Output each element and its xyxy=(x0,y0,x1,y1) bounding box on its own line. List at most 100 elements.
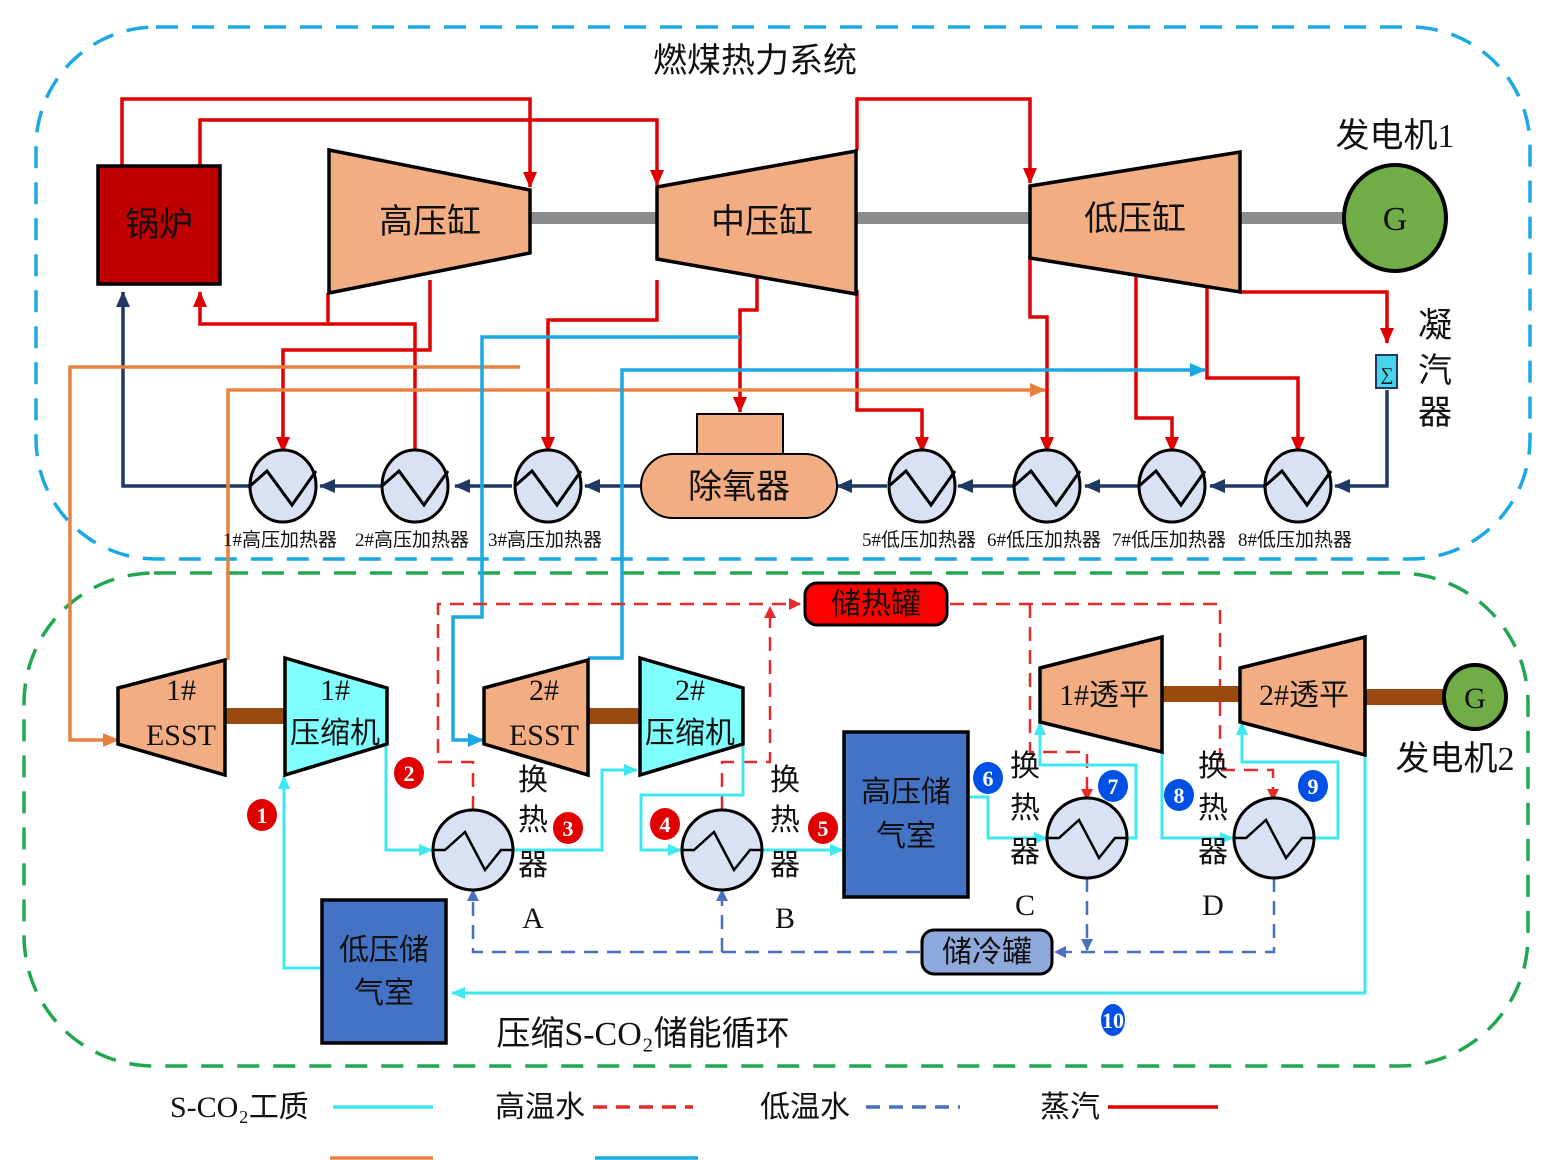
reheat-steam-line xyxy=(198,118,664,186)
cold-reheat-line xyxy=(193,291,330,326)
hx-label-char: 换 xyxy=(770,764,800,797)
lp-gas-storage-label-1: 低压储 xyxy=(339,934,429,967)
hp-cylinder xyxy=(327,147,532,296)
esst-1-label-2: ESST xyxy=(146,719,216,752)
lp-extraction-5 xyxy=(855,290,929,453)
condensate-line xyxy=(1334,390,1389,493)
compressor-2 xyxy=(638,655,745,778)
orange-line-to-esst1 xyxy=(68,365,520,747)
state-point-1: 1 xyxy=(247,799,277,831)
state-point-6: 6 xyxy=(973,762,1003,794)
deaerator-label: 除氧器 xyxy=(688,468,790,506)
hot-water-line xyxy=(1028,604,1093,801)
state-point-10: 10 xyxy=(1101,1004,1125,1036)
expander-1 xyxy=(1038,634,1164,755)
svg-text:6: 6 xyxy=(983,766,994,791)
esst-2-label-1: 2# xyxy=(529,674,559,707)
legend-item: 高温水 xyxy=(495,1091,693,1124)
feedwater-to-boiler xyxy=(116,291,250,488)
state-point-5: 5 xyxy=(808,812,838,844)
esst-1-label-1: 1# xyxy=(166,674,196,707)
hp-gas-storage xyxy=(842,730,970,899)
state-point-7: 7 xyxy=(1098,770,1128,802)
main-steam-line xyxy=(120,97,537,188)
hx-label-char: 换 xyxy=(1198,750,1228,783)
hp-extraction-1 xyxy=(276,280,432,453)
cold-storage-tank xyxy=(920,928,1054,976)
condenser-label-1: 凝 xyxy=(1418,307,1452,345)
legend-item: 低温水 xyxy=(760,1091,960,1124)
compressor-1 xyxy=(283,655,389,778)
hx-label-char: 器 xyxy=(1198,836,1228,869)
generator-2-symbol: G xyxy=(1464,682,1486,715)
cold-water-line xyxy=(1054,878,1276,958)
state-point-3: 3 xyxy=(553,812,583,844)
heater-label: 7#低压加热器 xyxy=(1112,529,1226,551)
cold-water-line xyxy=(467,889,920,954)
feedwater-heater: 7#低压加热器 xyxy=(1112,448,1226,551)
legend-item: S-CO₂工质 xyxy=(170,1091,433,1124)
esst-2-label-2: ESST xyxy=(509,719,579,752)
svg-text:3: 3 xyxy=(563,816,574,841)
compressor-1-label-2: 压缩机 xyxy=(290,717,380,750)
storage-system-region xyxy=(22,571,1530,1068)
feedwater-heater: 3#高压加热器 xyxy=(488,448,602,551)
generator-1-symbol: G xyxy=(1383,201,1408,238)
ip-to-lp-steam-line xyxy=(855,97,1037,184)
expander-2 xyxy=(1238,634,1367,758)
generator-2 xyxy=(1442,663,1508,731)
condenser-icon xyxy=(1375,354,1398,389)
heater-label: 5#低压加热器 xyxy=(862,529,976,551)
condenser-label-2: 汽 xyxy=(1418,352,1452,390)
co2-line xyxy=(968,795,1048,844)
co2-line xyxy=(384,742,433,856)
deaerator-head xyxy=(696,413,784,455)
lp-exhaust-to-condenser xyxy=(1240,290,1394,344)
legend-label: 高温水 xyxy=(495,1091,585,1124)
svg-text:10: 10 xyxy=(1102,1008,1124,1033)
hx-id: D xyxy=(1202,889,1224,922)
lp-extraction-6 xyxy=(1028,255,1054,453)
storage-system-title: 压缩S-CO₂储能循环 xyxy=(496,1015,789,1053)
state-point-2: 2 xyxy=(394,757,424,789)
heat-storage-tank xyxy=(803,581,949,627)
hot-water-line xyxy=(436,598,801,810)
hx-label-char: 换 xyxy=(518,764,548,797)
cold-storage-tank-label: 储冷罐 xyxy=(942,936,1032,969)
co2-line xyxy=(451,755,1367,999)
legend-item: 蒸汽 xyxy=(1040,1091,1218,1124)
coal-system-region xyxy=(34,25,1532,561)
hx-id: C xyxy=(1015,889,1035,922)
coal-system-title: 燃煤热力系统 xyxy=(653,42,857,80)
hp-gas-storage-label-1: 高压储 xyxy=(861,776,951,809)
heater-label: 8#低压加热器 xyxy=(1238,529,1352,551)
hx-id: A xyxy=(522,902,544,935)
blue-line-from-esst2 xyxy=(588,363,1206,660)
compressor-2-label-2: 压缩机 xyxy=(645,717,735,750)
svg-text:2: 2 xyxy=(404,761,415,786)
deaerator xyxy=(640,453,838,519)
generator-1-label: 发电机1 xyxy=(1336,117,1455,155)
legend-label: 蒸汽 xyxy=(1040,1091,1100,1124)
co2-line xyxy=(1160,752,1234,844)
hx-label-char: 换 xyxy=(1010,750,1040,783)
co2-line xyxy=(1034,721,1138,840)
heater-label: 2#高压加热器 xyxy=(355,529,469,551)
svg-text:1: 1 xyxy=(257,803,268,828)
state-point-8: 8 xyxy=(1164,779,1194,811)
compressor-1-label-1: 1# xyxy=(320,674,350,707)
feedwater-heater: 1#高压加热器 xyxy=(223,448,337,551)
ip-cylinder-label: 中压缸 xyxy=(711,203,813,241)
legend-label: 低温水 xyxy=(760,1091,850,1124)
svg-text:9: 9 xyxy=(1308,774,1319,799)
expander-2-label: 2#透平 xyxy=(1259,679,1349,712)
hot-water-line xyxy=(720,606,776,810)
boiler-label: 锅炉 xyxy=(125,206,193,244)
lp-cylinder-label: 低压缸 xyxy=(1084,200,1186,238)
lp-gas-storage xyxy=(320,898,448,1045)
